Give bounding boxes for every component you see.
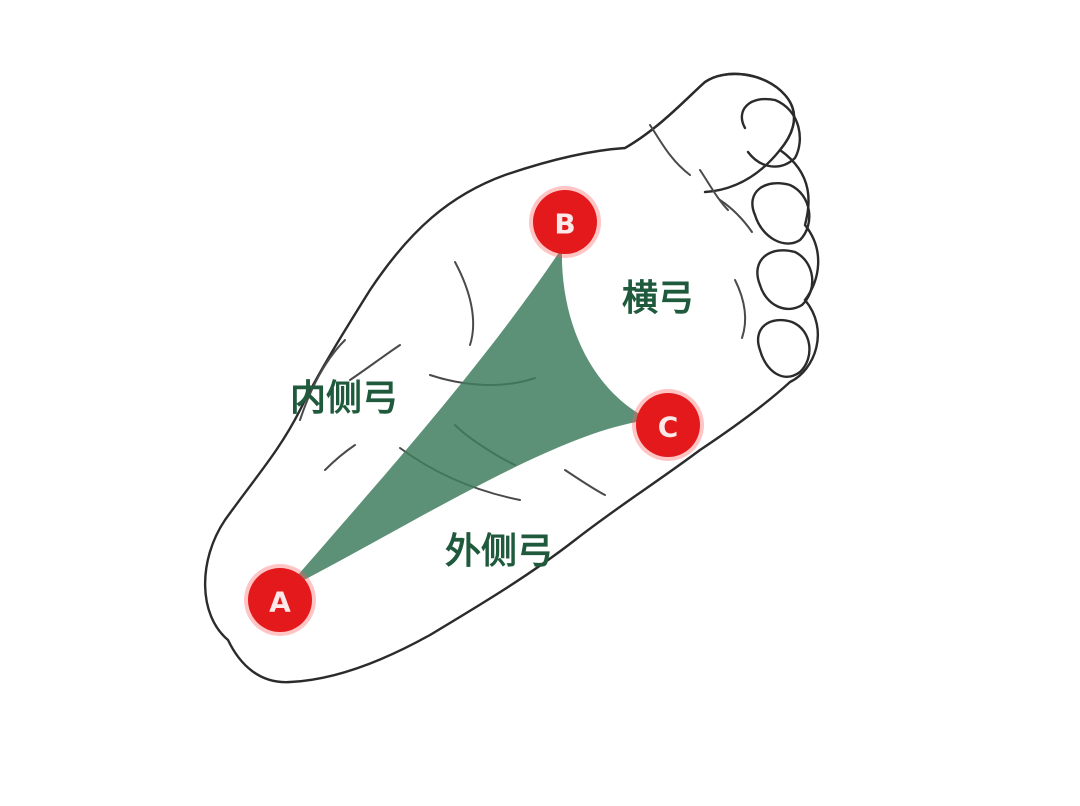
medial-crease-1: [454, 261, 475, 346]
marker-c: C: [632, 389, 704, 461]
marker-c-letter: C: [658, 411, 679, 444]
transverse-arch-label: 横弓: [622, 278, 694, 319]
ball-crease: [564, 469, 606, 496]
arch-crease: [349, 344, 401, 381]
marker-c-circle: [636, 393, 700, 457]
toe-4-outline: [756, 249, 814, 311]
outer-crease-1: [299, 339, 346, 421]
marker-b-letter: B: [554, 208, 575, 241]
marker-b-circle: [533, 190, 597, 254]
toe-2-outline: [740, 97, 802, 168]
toe-crease-2: [699, 169, 729, 211]
marker-a: A: [244, 564, 316, 636]
outer-crease-2: [324, 444, 356, 471]
lateral-arch-label: 外侧弓: [445, 531, 553, 572]
marker-b: B: [529, 186, 601, 258]
toes: [623, 72, 814, 378]
toe-crease-1: [649, 124, 691, 176]
toe-3-outline: [751, 182, 811, 245]
medial-arch-label: 内侧弓: [290, 378, 398, 419]
arch-triangle-region: [285, 248, 650, 590]
toe-5-outline: [757, 318, 811, 378]
toe-crease-3: [719, 199, 753, 233]
toe-crease-4: [734, 279, 747, 339]
marker-a-circle: [248, 568, 312, 632]
big-toe-outline: [623, 72, 796, 194]
marker-a-letter: A: [269, 586, 291, 619]
